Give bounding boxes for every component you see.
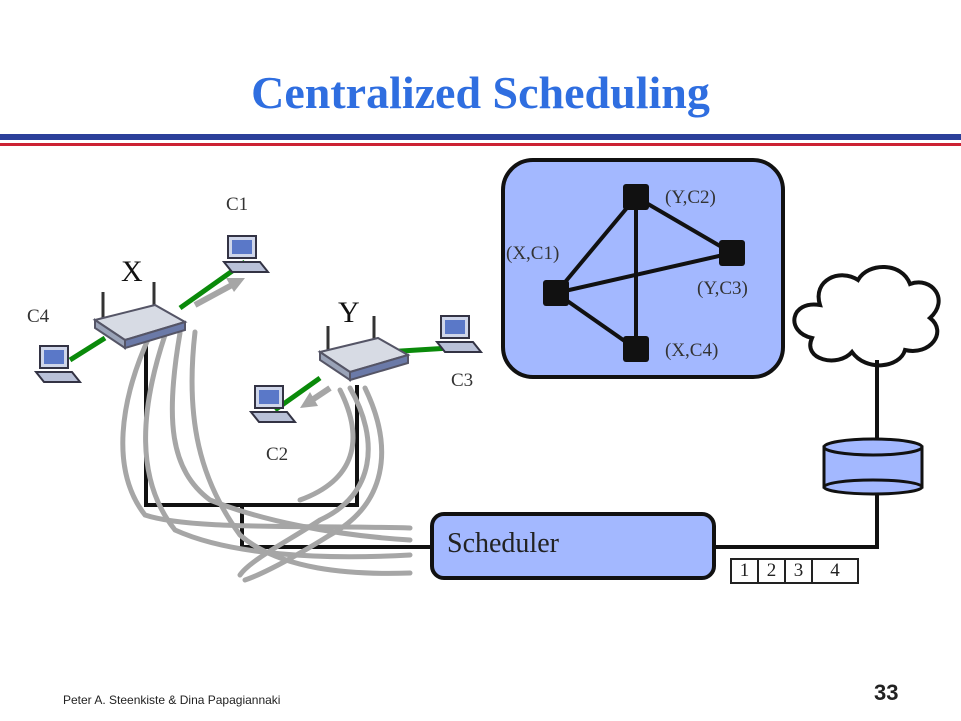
client-label-c1: C1	[226, 194, 249, 215]
slide-title: Centralized Scheduling	[251, 67, 710, 118]
laptop-icon	[33, 345, 83, 383]
page-number: 33	[874, 680, 899, 705]
graph-label-x-c4: (X,C4)	[665, 340, 719, 361]
scheduler-box	[430, 512, 716, 580]
footer-authors: Peter A. Steenkiste & Dina Papagiannaki	[63, 693, 281, 707]
queue-slot-3: 3	[784, 558, 813, 584]
database-icon	[822, 437, 924, 496]
ap-label-y: Y	[338, 296, 360, 329]
scheduler-label: Scheduler	[447, 528, 559, 559]
queue-slot-4: 4	[811, 558, 859, 584]
laptop-icon	[248, 385, 298, 423]
transmission-arrows	[193, 278, 332, 408]
graph-node-y-c3	[719, 240, 745, 266]
laptop-icon	[434, 315, 484, 353]
graph-node-x-c1	[543, 280, 569, 306]
graph-label-y-c2: (Y,C2)	[665, 187, 716, 208]
graph-node-y-c2	[623, 184, 649, 210]
client-label-c3: C3	[451, 370, 474, 391]
graph-label-y-c3: (Y,C3)	[697, 278, 748, 299]
laptop-icon	[221, 235, 271, 273]
conflict-graph-edges	[554, 195, 734, 351]
graph-label-x-c1: (X,C1)	[506, 243, 560, 264]
cloud-icon	[792, 265, 941, 368]
queue-slot-1: 1	[730, 558, 759, 584]
queue-slot-2: 2	[757, 558, 786, 584]
ap-label-x: X	[121, 255, 143, 288]
conflict-graph-panel	[501, 158, 785, 379]
graph-node-x-c4	[623, 336, 649, 362]
gray-cables	[120, 329, 413, 583]
title-divider	[0, 134, 961, 146]
router-icon	[92, 282, 188, 350]
client-label-c2: C2	[266, 444, 289, 465]
router-icon	[317, 316, 411, 382]
client-label-c4: C4	[27, 306, 50, 327]
